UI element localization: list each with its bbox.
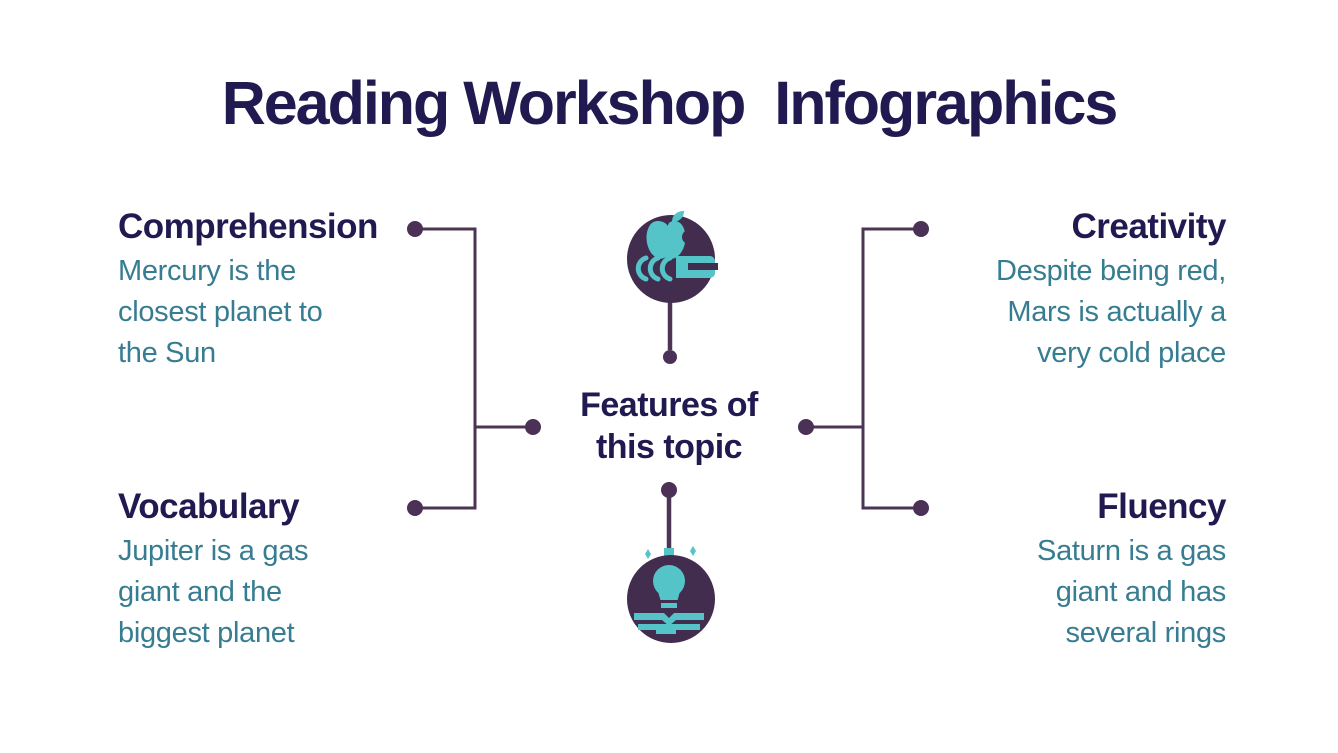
item-comprehension: Comprehension Mercury is the closest pla… [118,206,418,374]
item-heading: Comprehension [118,207,378,246]
stem-nub [664,548,674,556]
item-body: Mercury is the closest planet to the Sun [118,251,418,374]
icon-stem-dot [661,482,677,498]
book-page-arc [635,255,649,282]
left-connector [407,221,541,516]
item-heading: Vocabulary [118,487,300,526]
body-line: Saturn is a gas [1037,535,1226,567]
icon-circle [627,555,715,643]
bulb-neck [657,588,681,602]
lightbulb-open-book-icon [627,482,715,643]
open-book-top [634,613,704,626]
right-bracket-line [861,227,921,510]
body-line: Despite being red, [996,255,1226,287]
book-page-arc [647,255,661,282]
item-fluency: Fluency Saturn is a gas giant and has se… [926,486,1226,654]
apple-shape [646,220,686,259]
right-connector [798,221,929,516]
open-book-left [638,624,662,630]
apple-leaf [672,211,684,222]
body-line: biggest planet [118,617,295,649]
apple-bite [682,230,696,244]
sparkle-icon [645,549,651,559]
open-book-spine [656,624,682,634]
body-line: very cold place [1037,337,1226,369]
center-topic-label: Features of this topic [580,384,758,468]
slide-title: Reading Workshop Infographics [221,69,1119,137]
item-creativity: Creativity Despite being red, Mars is ac… [926,206,1226,374]
bulb-glass [653,565,685,597]
body-line: the Sun [118,337,216,369]
book-page-arc [659,255,673,282]
icon-circle [627,215,715,303]
body-line: several rings [1065,617,1227,649]
body-line: Mercury is the [118,255,296,287]
book-body [676,256,715,278]
body-line: giant and the [118,576,282,608]
item-heading: Creativity [1071,207,1226,246]
icon-stem-dot [663,350,677,364]
center-label-line: Features of [580,386,758,424]
body-line: giant and has [1055,576,1227,608]
bulb-base [661,603,677,608]
connector-dot [525,419,541,435]
item-body: Saturn is a gas giant and has several ri… [926,531,1226,654]
body-line: closest planet to [118,296,323,328]
apple-on-book-icon [627,211,718,364]
item-heading: Fluency [1097,487,1226,526]
body-line: Jupiter is a gas [118,535,309,567]
sparkle-icon [690,546,696,556]
item-body: Despite being red, Mars is actually a ve… [926,251,1226,374]
item-body: Jupiter is a gas giant and the biggest p… [118,531,418,654]
connector-dot [798,419,814,435]
body-line: Mars is actually a [1007,296,1226,328]
open-book-right [676,624,700,630]
item-vocabulary: Vocabulary Jupiter is a gas giant and th… [118,486,418,654]
bulb-base-gap [659,600,679,603]
book-slot [688,263,718,270]
center-label-line: this topic [595,428,743,466]
left-bracket-line [415,227,477,510]
